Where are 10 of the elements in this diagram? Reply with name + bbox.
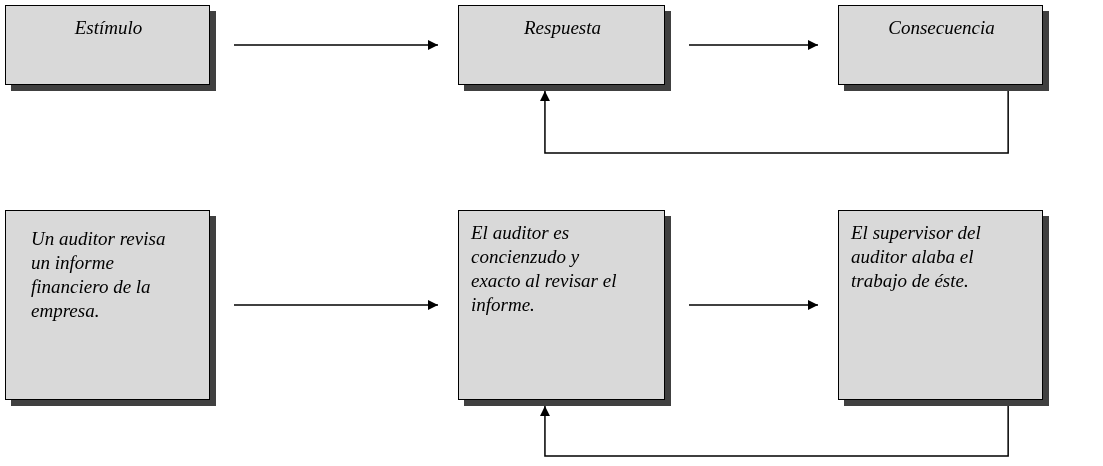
- arrow: [233, 40, 439, 50]
- box-text: Respuesta: [522, 16, 602, 40]
- box-text: Estímulo: [73, 16, 144, 40]
- box-text: El supervisor del auditor alaba el trabajo de éste.: [851, 221, 982, 293]
- arrow: [688, 300, 819, 310]
- arrow: [688, 40, 819, 50]
- box-text: El auditor es concienzudo y exacto al revisar el informe.: [471, 221, 618, 317]
- arrow: [233, 300, 439, 310]
- box-text: Consecuencia: [887, 16, 996, 40]
- box-text: Un auditor revisa un informe financiero de la empresa.: [31, 227, 167, 323]
